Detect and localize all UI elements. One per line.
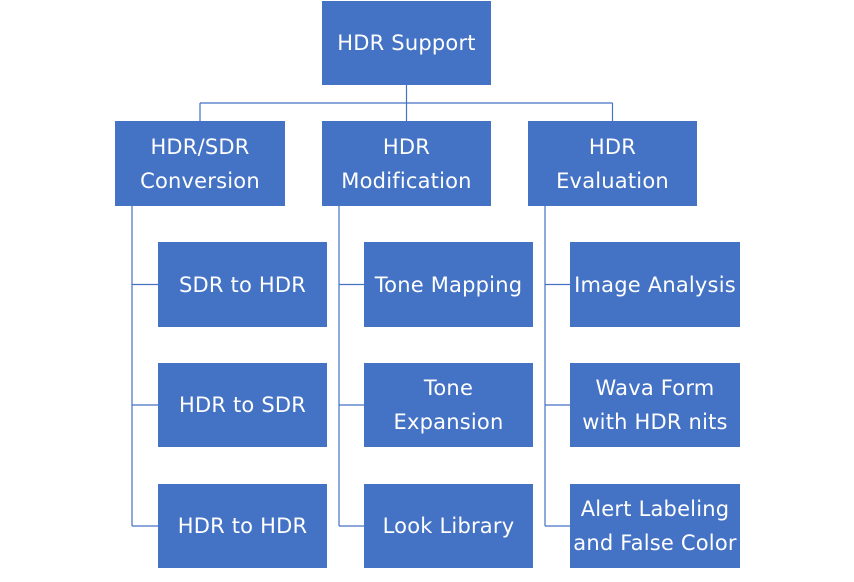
leaf-node-label: HDR to SDR: [178, 393, 307, 417]
leaf-node-look-library: Look Library: [364, 484, 533, 568]
leaf-node-alert-labeling: Alert Labeling and False Color: [570, 484, 740, 568]
category-node-label: HDR Modification: [341, 134, 472, 193]
leaf-node-label: Alert Labeling and False Color: [573, 497, 737, 555]
leaf-node-tone-expansion: Tone Expansion: [364, 363, 533, 447]
category-node-label: HDR/SDR Conversion: [140, 134, 260, 193]
category-node-evaluation: HDR Evaluation: [528, 121, 697, 206]
leaf-node-label: Image Analysis: [574, 272, 736, 297]
leaf-node-tone-mapping: Tone Mapping: [364, 242, 533, 327]
root-node: HDR Support: [322, 1, 491, 85]
leaf-node-label: Wava Form with HDR nits: [582, 376, 728, 434]
leaf-node-sdr-to-hdr: SDR to HDR: [158, 242, 327, 327]
leaf-node-wave-form: Wava Form with HDR nits: [570, 363, 740, 447]
category-node-modification: HDR Modification: [322, 121, 491, 206]
category-node-conversion: HDR/SDR Conversion: [115, 121, 285, 206]
leaf-node-image-analysis: Image Analysis: [570, 242, 740, 327]
category-node-label: HDR Evaluation: [556, 134, 669, 193]
leaf-node-label: Tone Mapping: [374, 272, 523, 297]
leaf-node-hdr-to-sdr: HDR to SDR: [158, 363, 327, 447]
root-node-label: HDR Support: [337, 31, 476, 55]
leaf-node-label: SDR to HDR: [178, 272, 307, 297]
leaf-node-label: HDR to HDR: [177, 514, 308, 538]
leaf-node-label: Look Library: [382, 514, 515, 538]
leaf-node-hdr-to-hdr: HDR to HDR: [158, 484, 327, 568]
leaf-node-label: Tone Expansion: [393, 376, 504, 434]
